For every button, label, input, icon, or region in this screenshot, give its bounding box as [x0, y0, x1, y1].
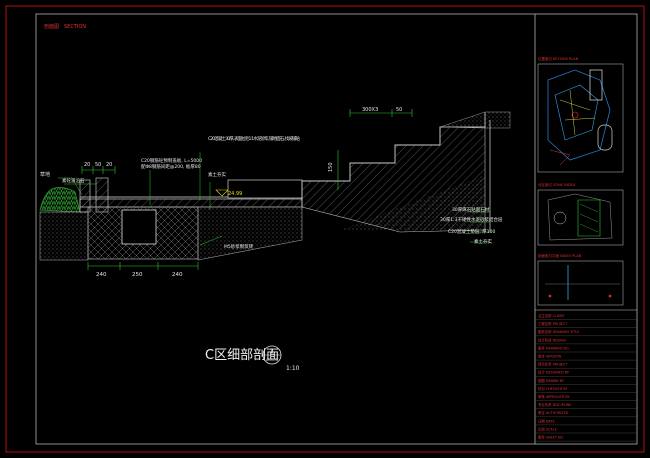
leaders-left — [58, 177, 96, 196]
detail-ref-number: 1 — [270, 349, 273, 355]
label-rebar: 配Φ8钢筋间距@200, 板厚80 — [141, 163, 201, 170]
header-title-en: SECTION — [64, 24, 86, 30]
slope-fill — [197, 206, 303, 261]
zone-index-title: 分区索引 ZONE INDEX — [538, 182, 576, 187]
section-index-map — [545, 265, 620, 300]
title-block-label: 图号 SHEET NO. — [538, 435, 564, 440]
sidebar: 位置索引 KEYSIDE PLAN 分区索引 ZONE INDEX 剖面索引平面… — [535, 56, 637, 442]
leaders-right — [470, 211, 490, 243]
drawing-caption: C区细部剖面 — [205, 348, 279, 363]
section-index-frame — [537, 260, 624, 306]
title-block-label: 设计 DESIGNED BY — [538, 370, 570, 375]
title-block-label: 项目负责 PROJECT — [538, 362, 568, 367]
drawing-frame — [35, 13, 638, 445]
section-index-title: 剖面索引平面 INDEX PLAN — [538, 253, 582, 258]
detail-ref-sheet: LA-01-C — [264, 358, 278, 362]
dims-stair — [337, 109, 413, 190]
title-block-label: 审定 AUTHORIZED — [538, 410, 569, 415]
dim-stair-run: 300X3 — [362, 107, 378, 113]
elevation-value: 24.99 — [228, 191, 242, 197]
label-curb: 素砼道沿石 — [62, 177, 85, 184]
title-block-label: 制图 DRAWN BY — [538, 378, 565, 383]
dims-top — [81, 166, 116, 174]
label-soil-right: 素土夯实 — [474, 238, 492, 245]
paving-slab — [79, 198, 303, 208]
drawing-scale: 1:10 — [286, 365, 300, 372]
label-grass: 草地 — [40, 171, 50, 178]
zone-index-frame — [537, 189, 624, 246]
section-drawing: 20 50 20 240 250 240 300X3 50 150 24.99 … — [39, 107, 511, 278]
dim-top-2: 50 — [95, 162, 101, 168]
stair-subgrade — [340, 175, 485, 230]
label-stone-face: 30厚麻石贴面石材 — [452, 206, 490, 213]
curb-stone-left — [79, 179, 91, 213]
title-block: 业主名称 CLIENT 工程名称 PROJECT 图纸名称 DRAWING TITL… — [535, 313, 637, 442]
elevation-marker — [215, 189, 229, 197]
dim-top-3: 20 — [106, 162, 112, 168]
upper-earth — [439, 111, 511, 129]
title-block-label: 审核 APPROVED BY — [538, 394, 571, 399]
title-block-label: 业主名称 CLIENT — [538, 313, 566, 318]
key-plan-frame — [537, 63, 624, 173]
label-cover-slab: C20钢筋砼预制盖板, L=5000 — [141, 157, 202, 164]
title-block-label: 设计阶段 DESIGN — [538, 337, 566, 342]
dim-bottom-1: 240 — [96, 272, 107, 278]
outer-sheet-border — [5, 5, 645, 453]
title-block-label: 专业负责 DISCIPLINE — [538, 402, 571, 407]
title-block-label: 日期 DATE — [538, 418, 555, 423]
title-block-label: 版本 VERSION — [538, 354, 561, 359]
key-plan-map — [547, 69, 613, 166]
dim-top-1: 20 — [84, 162, 90, 168]
dim-bottom-2: 250 — [132, 272, 143, 278]
dim-vertical: 150 — [328, 162, 334, 172]
dim-bottom-3: 240 — [172, 272, 183, 278]
title-block-label: 工程名称 PROJECT — [538, 321, 568, 326]
dim-stair-nosing: 50 — [396, 107, 402, 113]
label-mortar: 30厚1:3干硬性水泥砂浆结合层 — [440, 216, 503, 223]
dims-bottom — [87, 262, 199, 270]
drain-channel — [121, 209, 157, 245]
header-title-cn: 剖面图 — [44, 23, 59, 30]
leaders-mid — [149, 152, 223, 246]
key-plan-title: 位置索引 KEYSIDE PLAN — [538, 56, 579, 61]
title-block-label: 图号 DRAWING NO. — [538, 345, 570, 350]
grass-mound — [39, 187, 81, 213]
label-concrete: C20混凝土垫层, 厚100 — [448, 228, 495, 235]
zone-index-map — [547, 193, 613, 241]
label-brick: M5砂浆砌筑砖 — [224, 243, 254, 250]
title-block-label: 校对 CHECKED BY — [538, 386, 568, 391]
title-block-label: 比例 SCALE — [538, 426, 557, 431]
label-soil-mid: 素土夯实 — [208, 171, 226, 178]
label-paving-1: C20混凝土30厚, 表面拉毛1:1水泥砂浆, 铺地面石, 找坡铺贴 — [208, 135, 301, 142]
soil-left — [39, 211, 89, 261]
title-block-label: 图纸名称 DRAWING TITLE — [538, 329, 579, 334]
